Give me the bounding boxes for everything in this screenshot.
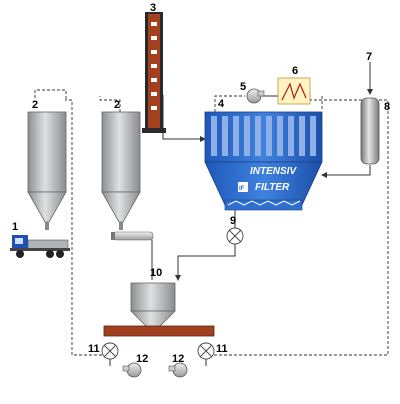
filter-bags [211, 116, 316, 156]
filter-logo-line2: FILTER [255, 182, 290, 193]
silo-left [27, 111, 67, 230]
fan-12-right [168, 362, 188, 378]
mixer-10 [130, 282, 176, 331]
label-5: 5 [240, 81, 246, 93]
filter-logo-badge [238, 182, 248, 192]
label-1: 1 [12, 221, 18, 233]
label-7: 7 [366, 51, 372, 63]
label-2-right: 2 [114, 99, 120, 111]
label-6: 6 [292, 65, 298, 77]
return-line-right [214, 95, 389, 356]
return-line-left [65, 99, 112, 356]
duct-tank-filter [321, 165, 371, 178]
valve-11-left [101, 342, 119, 360]
label-11-left: 11 [88, 343, 100, 355]
truck [10, 235, 70, 258]
silo-right [101, 111, 141, 230]
valve-11-right [197, 342, 215, 360]
cylinder-8 [360, 97, 380, 165]
chimney [142, 12, 166, 133]
label-3: 3 [150, 2, 156, 14]
label-11-right: 11 [216, 343, 228, 355]
fill-line-silo-right [99, 96, 121, 112]
label-4: 4 [218, 98, 225, 110]
label-2-left: 2 [32, 99, 38, 111]
conveyor-belt [103, 325, 215, 337]
label-12-left: 12 [136, 353, 148, 365]
screw-conveyor [111, 231, 154, 241]
label-10: 10 [150, 267, 162, 279]
valve-9 [226, 227, 244, 245]
line-valve9-mixer [175, 244, 236, 281]
filter-logo-line1: INTENSIV [250, 166, 297, 177]
fan-5 [246, 88, 265, 104]
heat-exchanger [277, 77, 311, 105]
label-8: 8 [384, 101, 390, 113]
label-9: 9 [230, 215, 236, 227]
fan-12-left [122, 362, 142, 378]
fill-line-silo-left [34, 89, 67, 100]
duct-filter-fan [214, 95, 245, 112]
label-12-right: 12 [172, 353, 184, 365]
filter-logo-badge-text: IF [239, 186, 245, 192]
intensiv-filter-unit: IF INTENSIV FILTER [204, 111, 323, 211]
duct-chimney-filter [162, 95, 206, 142]
